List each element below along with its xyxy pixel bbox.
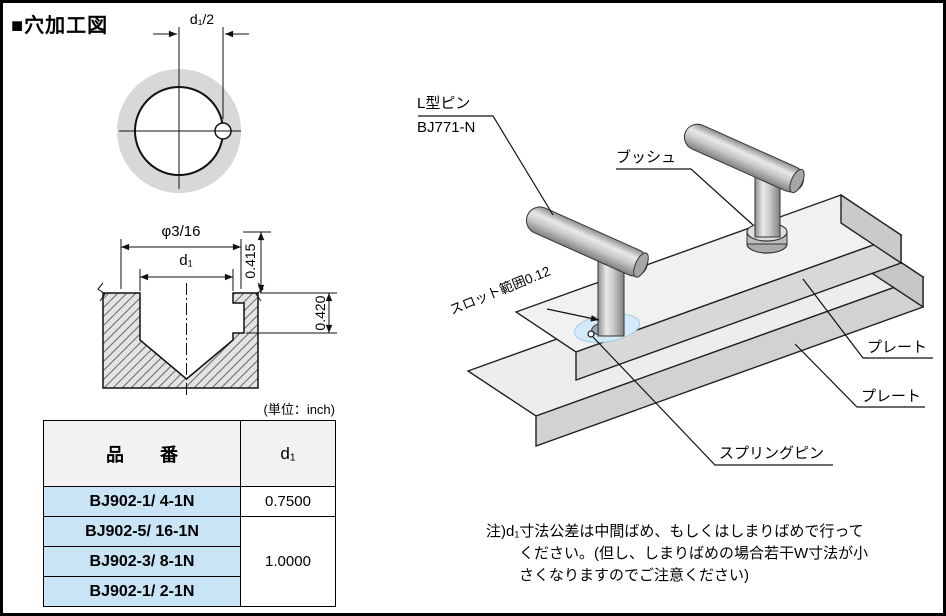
part-number-cell: BJ902-1/ 4-1N [43,486,241,517]
section-view [97,231,337,395]
technical-drawing-artwork [97,27,933,466]
part-number-cell: BJ902-1/ 2-1N [43,576,241,607]
table-row: BJ902-3/ 8-1N [43,546,336,577]
table-header-row: 品 番 d₁ [43,420,336,487]
dim-label-phi-3-16: φ3/16 [161,223,201,240]
left-l-pin [525,206,649,337]
right-l-pin [683,123,805,238]
leader-plate-upper [802,278,933,359]
d1-value-cell-merged: 1.0000 [240,516,336,607]
dim-label-0420: 0.420 [311,295,328,331]
label-bush: ブッシュ [616,149,677,166]
hatched-section-block [102,292,259,389]
leader-l-pin [418,115,554,216]
handle-end-cap [633,252,649,278]
label-plate-lower: プレート [861,388,922,405]
leader-plate-lower [794,343,925,408]
label-plate-upper: プレート [867,339,928,356]
table-row: BJ902-5/ 16-1N 1.0000 [43,516,336,607]
table-row: BJ902-1/ 2-1N [43,576,336,607]
slot-range-arrow [546,308,600,322]
label-l-pin-model: BJ771-N [417,119,476,136]
label-l-pin: L型ピン [417,95,471,112]
note-line-3: さくなりますのでご注意ください) [519,567,749,584]
note-line-1: 注)d₁寸法公差は中間ばめ、もしくはしまりばめで行って [486,523,864,540]
part-number-cell: BJ902-5/ 16-1N [43,516,241,547]
table-row: BJ902-1/ 4-1N 0.7500 [43,486,336,517]
part-number-table: 品 番 d₁ BJ902-1/ 4-1N 0.7500 BJ902-5/ 16-… [43,420,336,607]
iso-view [418,115,933,466]
handle-end-cap [789,168,805,194]
leader-bush [616,168,754,226]
note-line-2: ください。(但し、しまりばめの場合若干W寸法が小 [519,545,869,562]
label-spring-pin: スプリングピン [719,445,825,462]
part-number-cell: BJ902-3/ 8-1N [43,546,241,577]
dim-label-d1-half: d₁/2 [189,11,215,27]
spring-pin [587,330,595,338]
circle-view [117,27,249,193]
unit-label: (単位：inch) [263,402,335,417]
pin-handle [525,206,649,277]
column-header-part-number: 品 番 [43,420,241,487]
page-title: ■穴加工図 [11,15,109,37]
pin-handle [683,123,805,193]
column-header-d1: d₁ [240,420,336,487]
d1-value-cell: 0.7500 [240,486,336,517]
leader-spring-pin [592,336,833,466]
dim-label-0415: 0.415 [241,243,258,279]
dim-label-d1: d₁ [179,252,193,269]
break-mark [97,282,106,302]
